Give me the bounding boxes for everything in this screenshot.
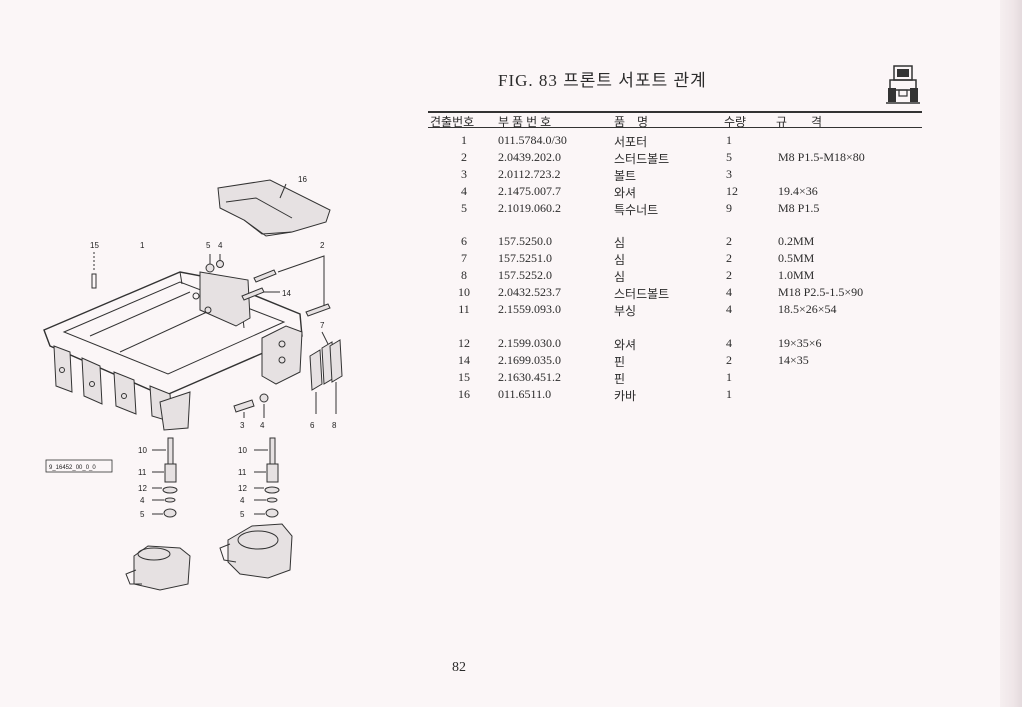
mount-block-right — [227, 523, 293, 579]
callout-label: 5 — [206, 241, 211, 250]
callout-label: 10 — [138, 446, 147, 455]
callout-label: 5 — [240, 510, 245, 519]
callout-label: 4 — [260, 421, 265, 430]
callout-label: 6 — [310, 421, 315, 430]
callout-label: 1 — [140, 241, 145, 250]
table-header-rule — [428, 127, 922, 128]
callout-label: 4 — [140, 496, 145, 505]
pin-part — [91, 273, 97, 289]
callout-label: 11 — [138, 468, 147, 477]
col-header-spec: 규 격 — [776, 115, 823, 129]
callout-label: 3 — [240, 421, 245, 430]
bolt-part — [233, 399, 255, 413]
callout-label: 5 — [140, 510, 145, 519]
page-number: 82 — [452, 660, 466, 675]
stud-stack-right — [254, 437, 280, 518]
washer-part — [259, 393, 269, 403]
washer-part — [216, 260, 224, 268]
col-header-ref-no: 견출번호 — [430, 115, 475, 129]
callout-label: 10 — [238, 446, 247, 455]
front-support-frame — [43, 271, 303, 431]
stud-bolt-part — [253, 269, 277, 283]
mount-block-left — [133, 545, 191, 591]
col-header-qty: 수량 — [724, 115, 747, 129]
callout-label: 12 — [138, 484, 147, 493]
page-edge-shadow — [1000, 0, 1022, 707]
nut-part — [205, 263, 215, 273]
exploded-parts-drawing: 16 15 1 5 4 2 14 7 3 4 6 8 10 11 12 4 5 … — [43, 175, 343, 591]
callout-label: 16 — [298, 175, 307, 184]
callout-label: 14 — [282, 289, 291, 298]
shim-part — [329, 339, 343, 383]
figure-title: FIG. 83 프론트 서포트 관계 — [498, 71, 707, 90]
tractor-logo-icon — [886, 65, 920, 104]
drawing-code: 9_16452_00_0_0 — [49, 465, 96, 471]
callout-label: 4 — [240, 496, 245, 505]
callout-label: 15 — [90, 241, 99, 250]
stud-bolt-part — [305, 303, 331, 317]
callout-label: 8 — [332, 421, 337, 430]
stud-stack-left — [152, 437, 178, 518]
callout-label: 11 — [238, 468, 247, 477]
col-header-part-no: 부 품 번 호 — [498, 115, 552, 129]
callout-label: 4 — [218, 241, 223, 250]
table-top-rule — [428, 111, 922, 113]
col-header-name: 품 명 — [614, 115, 649, 129]
callout-label: 12 — [238, 484, 247, 493]
shim-part — [309, 349, 323, 391]
callout-label: 2 — [320, 241, 325, 250]
callout-label: 7 — [320, 321, 325, 330]
